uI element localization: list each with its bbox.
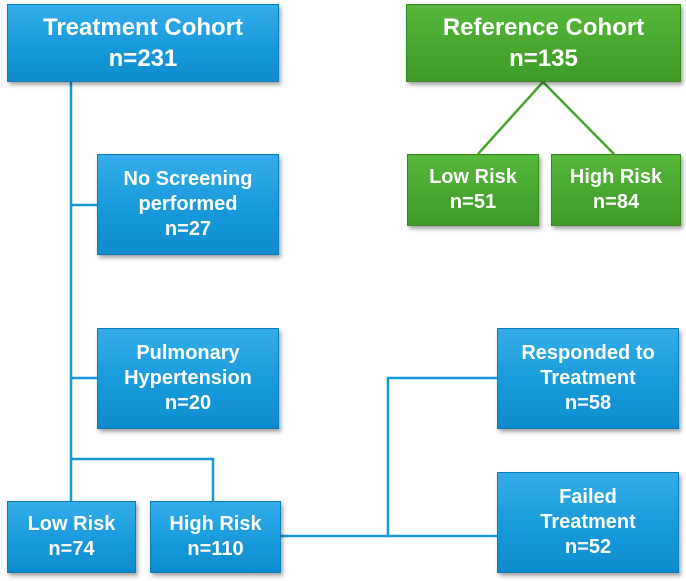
treatment-high-risk-title: High Risk (169, 513, 262, 535)
reference-low-risk-box: Low Risk n=51 (407, 154, 539, 226)
reference-low-risk-count: n=51 (449, 191, 497, 213)
responded-count: n=58 (564, 392, 612, 414)
responded-box: Responded to Treatment n=58 (497, 328, 679, 429)
reference-low-risk-title: Low Risk (429, 166, 517, 188)
no-screening-box: No Screening performed n=27 (97, 154, 279, 255)
pulmonary-hypertension-box: Pulmonary Hypertension n=20 (97, 328, 279, 429)
failed-line1: Failed (559, 486, 617, 508)
reference-cohort-title: Reference Cohort (442, 13, 645, 41)
branch-high-risk (71, 457, 215, 501)
no-screening-count: n=27 (164, 218, 212, 240)
reference-cohort-count: n=135 (509, 45, 578, 72)
pulmonary-hypertension-count: n=20 (164, 392, 212, 414)
failed-count: n=52 (564, 536, 612, 558)
failed-line2: Treatment (540, 511, 636, 533)
treatment-cohort-count: n=231 (108, 45, 178, 72)
no-screening-line2: performed (138, 193, 238, 215)
responded-line1: Responded to (521, 342, 655, 364)
treatment-high-risk-box: High Risk n=110 (150, 501, 281, 573)
no-screening-line1: No Screening (123, 168, 253, 190)
reference-cohort-box: Reference Cohort n=135 (406, 4, 681, 82)
responded-line2: Treatment (540, 367, 636, 389)
failed-box: Failed Treatment n=52 (497, 472, 679, 573)
pulmonary-hypertension-line1: Pulmonary (136, 342, 240, 364)
reference-high-risk-title: High Risk (569, 166, 663, 188)
treatment-low-risk-box: Low Risk n=74 (7, 501, 136, 573)
reference-high-risk-box: High Risk n=84 (551, 154, 681, 226)
branch-outcomes (281, 376, 497, 538)
treatment-cohort-box: Treatment Cohort n=231 (7, 4, 279, 82)
treatment-cohort-title: Treatment Cohort (42, 13, 243, 41)
treatment-low-risk-count: n=74 (48, 538, 95, 560)
treatment-low-risk-title: Low Risk (27, 513, 116, 535)
pulmonary-hypertension-line2: Hypertension (124, 367, 252, 389)
treatment-high-risk-count: n=110 (187, 538, 244, 560)
reference-branches (477, 80, 615, 155)
reference-high-risk-count: n=84 (592, 191, 640, 213)
